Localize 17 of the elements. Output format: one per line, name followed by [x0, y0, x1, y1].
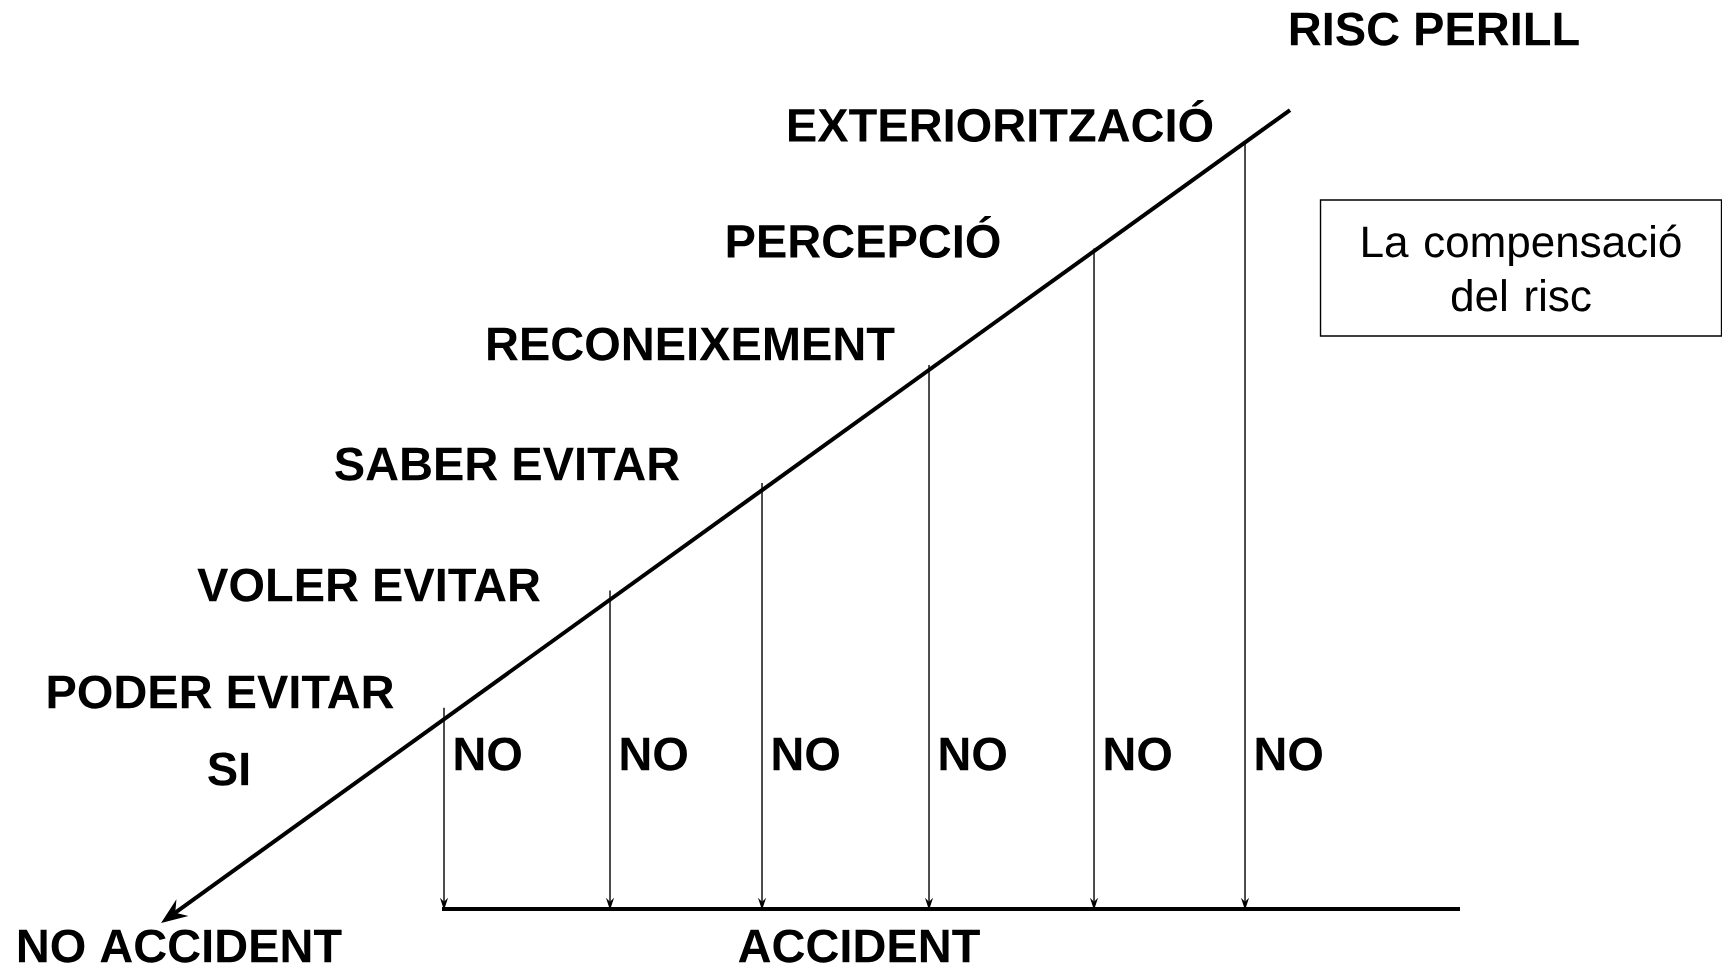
- edge-label: NO: [450, 735, 525, 773]
- edge-label: NO: [1100, 735, 1175, 773]
- stage-label: SABER EVITAR: [335, 447, 680, 481]
- edge-label: NO: [768, 735, 843, 773]
- node-label: NO ACCIDENT: [18, 929, 342, 963]
- accident-bar: ACCIDENT: [442, 907, 1460, 963]
- text-box: La compensació del risc: [1319, 199, 1722, 337]
- stage-label: EXTERIORITZACIÓ: [789, 99, 1213, 143]
- stage-label: VOLER EVITAR: [197, 568, 540, 602]
- edge-label: NO: [616, 735, 691, 773]
- stage-label: RISC PERILL: [1290, 12, 1579, 46]
- stage-label: PERCEPCIÓ: [727, 215, 1000, 259]
- stage-label: PODER EVITAR: [48, 675, 394, 709]
- edge-label: SI: [204, 750, 254, 788]
- edge-label: NO: [935, 735, 1010, 773]
- stage-label: RECONEIXEMENT: [488, 327, 895, 361]
- edge-label: NO: [1251, 735, 1326, 773]
